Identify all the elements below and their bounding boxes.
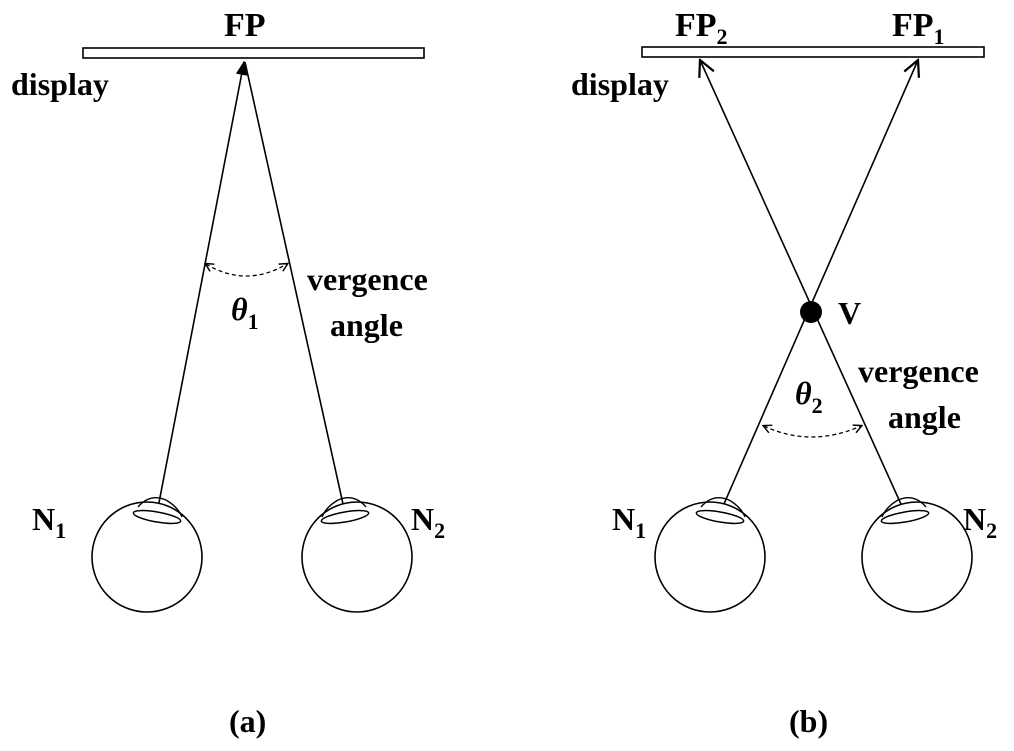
display-label-a: display <box>11 66 109 102</box>
vergence-arc-a <box>206 264 287 277</box>
left-eye-a <box>91 497 203 613</box>
left-eye-b <box>654 497 766 613</box>
theta-1-label: θ1 <box>231 291 259 334</box>
fixation-point-label: FP <box>224 7 266 44</box>
right-eye-b <box>861 497 973 613</box>
left-eye-label-b: N1 <box>612 501 646 543</box>
caption-a: (a) <box>229 703 266 739</box>
left-eye-label-a: N1 <box>32 501 66 543</box>
gaze-line-right-a <box>244 61 346 514</box>
vergence-angle-label-a-line1: vergence <box>307 261 428 297</box>
caption-b: (b) <box>789 703 828 739</box>
vergence-angle-label-a-line2: angle <box>330 307 403 343</box>
vergence-angle-label-b-line2: angle <box>888 399 961 435</box>
vergence-angle-label-b-line1: vergence <box>858 353 979 389</box>
panel-a: FP display θ1 vergence angle N1 <box>11 7 445 739</box>
vergence-point-label: V <box>838 295 861 331</box>
vergence-point <box>800 301 822 323</box>
right-eye-label-a: N2 <box>411 501 445 543</box>
display-bar-a <box>82 47 425 59</box>
display-label-b: display <box>571 66 669 102</box>
gaze-line-left-a <box>156 60 248 514</box>
vergence-arc-b <box>764 426 861 438</box>
fixation-point-1-label: FP1 <box>892 7 945 49</box>
right-eye-label-b: N2 <box>963 501 997 543</box>
right-eye-a <box>301 497 413 613</box>
display-bar-b <box>641 46 985 58</box>
theta-2-label: θ2 <box>795 375 823 418</box>
fixation-point-2-label: FP2 <box>675 7 728 49</box>
panel-b: FP2 FP1 display V θ2 vergence angle N1 <box>571 7 997 739</box>
gaze-line-left-b <box>719 60 918 514</box>
gaze-line-right-b <box>700 60 906 514</box>
